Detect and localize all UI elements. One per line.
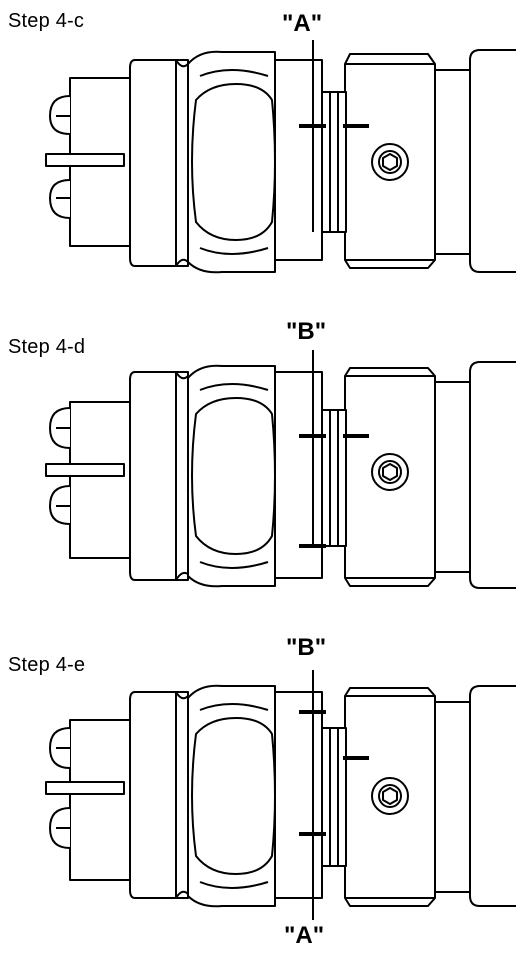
step-4d-panel: Step 4-d "B" — [0, 316, 516, 616]
step-4d-label: Step 4-d — [8, 336, 86, 358]
step-4e-marker-b: "B" — [286, 634, 327, 661]
step-4d-fitting-drawing — [45, 350, 516, 589]
step-4c-panel: Step 4-c "A" — [0, 0, 516, 300]
step-4e-marker-a: "A" — [284, 922, 325, 949]
step-4e-label: Step 4-e — [8, 654, 86, 676]
step-4d-marker-b: "B" — [286, 318, 327, 345]
step-4e-panel: Step 4-e "B" "A" — [0, 632, 516, 956]
step-4c-label: Step 4-c — [8, 10, 85, 32]
step-4c-fitting-drawing — [45, 40, 516, 274]
step-4c-marker-a: "A" — [282, 10, 323, 37]
step-4e-fitting-drawing — [45, 670, 516, 920]
